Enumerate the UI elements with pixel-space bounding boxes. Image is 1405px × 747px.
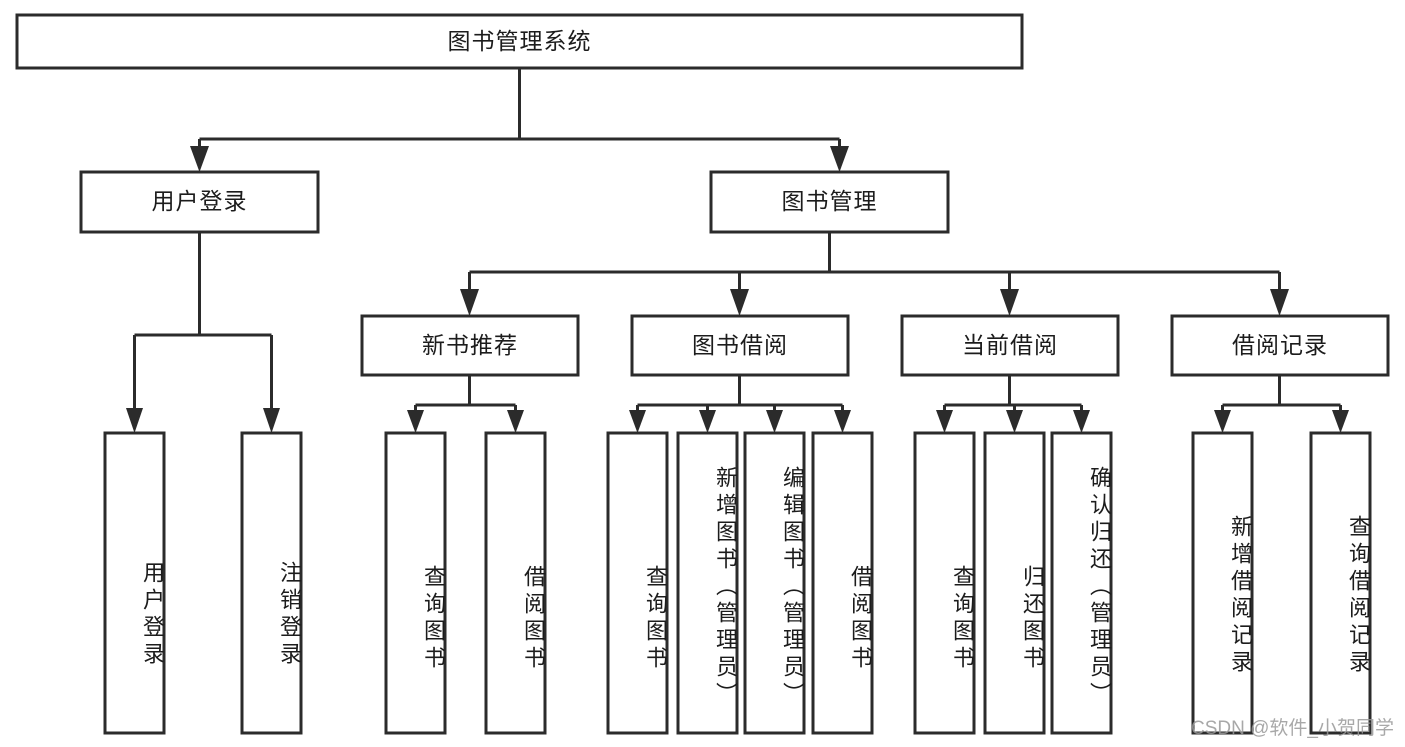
node-box-leaf-query-book-2[interactable] <box>606 431 669 735</box>
connector-currentborrow-to-leaves <box>936 375 1090 433</box>
node-box-leaf-return-book[interactable] <box>983 431 1046 735</box>
node-box-borrow-record[interactable] <box>1170 314 1390 377</box>
node-box-book-borrow[interactable] <box>630 314 850 377</box>
node-box-root[interactable] <box>15 13 1024 70</box>
watermark-text: CSDN @软件_小贺同学 <box>1191 718 1394 739</box>
node-box-leaf-query-book-1[interactable] <box>384 431 447 735</box>
arrow-head-icon <box>766 410 783 433</box>
arrow-head-icon <box>1073 410 1090 433</box>
arrow-head-icon <box>830 146 849 172</box>
node-box-current-borrow[interactable] <box>900 314 1120 377</box>
arrow-head-icon <box>936 410 953 433</box>
arrow-head-icon <box>407 410 424 433</box>
connector-bookborrow-to-leaves <box>629 375 851 433</box>
arrow-head-icon <box>834 410 851 433</box>
node-box-leaf-add-borrow-record[interactable] <box>1191 431 1254 735</box>
arrow-head-icon <box>460 289 479 316</box>
connector-borrowrecord-to-leaves <box>1214 375 1349 433</box>
node-box-user-login[interactable] <box>79 170 320 234</box>
arrow-head-icon <box>1006 410 1023 433</box>
arrow-head-icon <box>507 410 524 433</box>
node-box-leaf-confirm-return[interactable] <box>1050 431 1113 735</box>
connector-newbook-to-leaves <box>407 375 524 433</box>
connector-bookmgmt-to-level3 <box>460 232 1289 316</box>
arrow-head-icon <box>1214 410 1231 433</box>
arrow-head-icon <box>1332 410 1349 433</box>
arrow-head-icon <box>699 410 716 433</box>
node-box-new-book-recommend[interactable] <box>360 314 580 377</box>
connector-root-to-level2 <box>190 68 849 172</box>
arrow-head-icon <box>629 410 646 433</box>
arrow-head-icon <box>730 289 749 316</box>
node-box-leaf-edit-book[interactable] <box>743 431 806 735</box>
node-box-leaf-add-book[interactable] <box>676 431 739 735</box>
arrow-head-icon <box>126 408 143 433</box>
arrow-head-icon <box>190 146 209 172</box>
node-box-book-management[interactable] <box>709 170 950 234</box>
arrow-head-icon <box>263 408 280 433</box>
node-box-leaf-query-borrow-record[interactable] <box>1309 431 1372 735</box>
arrow-head-icon <box>1270 289 1289 316</box>
arrow-head-icon <box>1000 289 1019 316</box>
node-box-leaf-borrow-book-2[interactable] <box>811 431 874 735</box>
node-box-leaf-logout[interactable] <box>240 431 303 735</box>
connector-userlogin-to-leaves <box>126 232 280 433</box>
node-box-leaf-borrow-book-1[interactable] <box>484 431 547 735</box>
node-box-leaf-query-book-3[interactable] <box>913 431 976 735</box>
node-box-leaf-user-login[interactable] <box>103 431 166 735</box>
